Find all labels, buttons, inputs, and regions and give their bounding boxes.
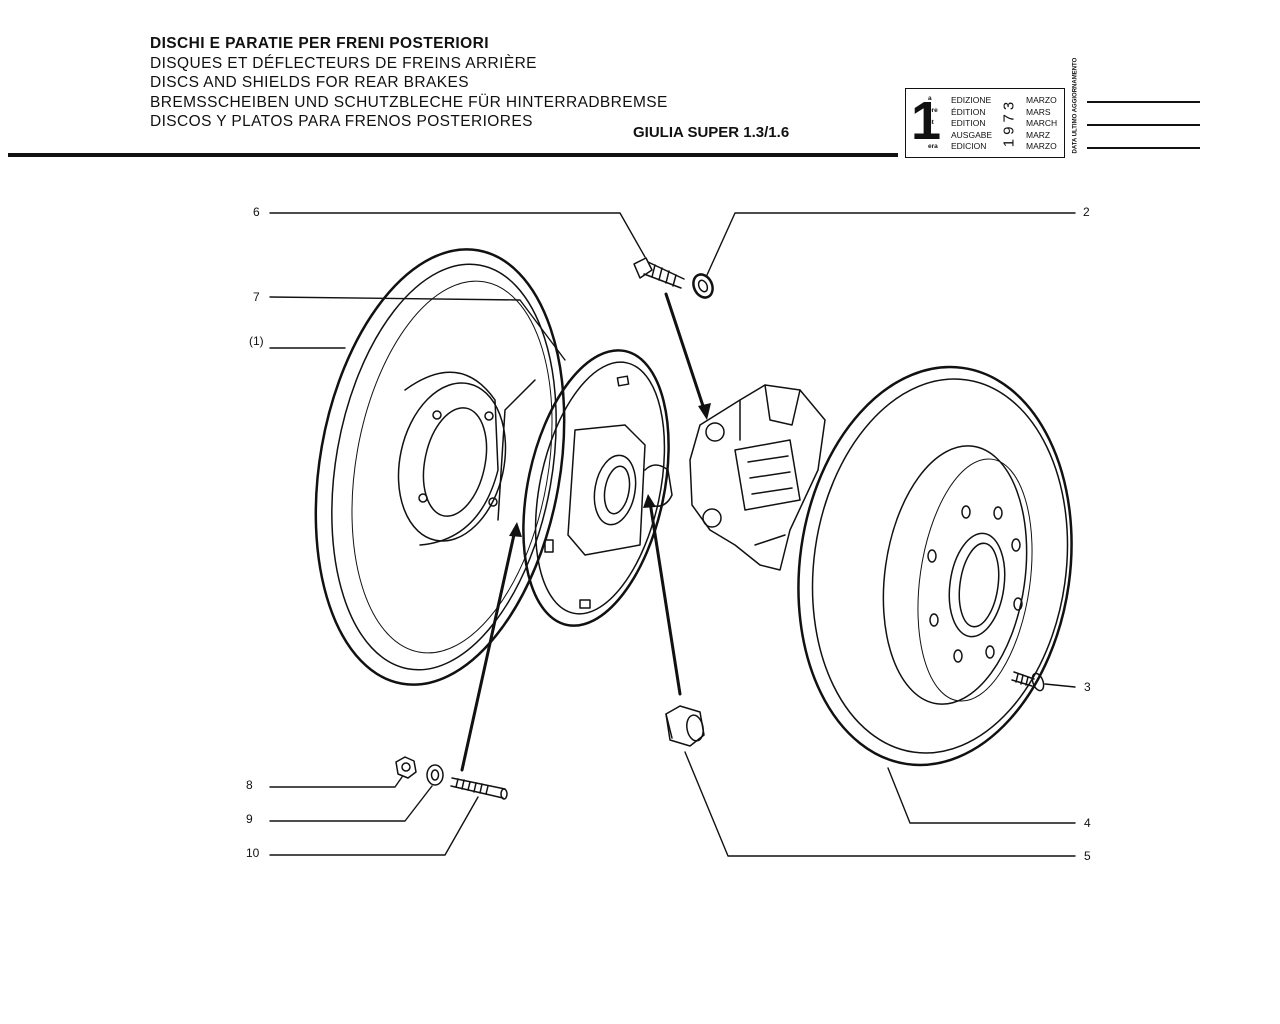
leader-9 [269,785,433,822]
edition-label: EDIZIONE [951,95,992,105]
callout-10: 10 [246,846,260,860]
revision-line [1087,147,1200,149]
edition-month: MARS [1026,106,1051,117]
stud-bolt [450,777,508,800]
edition-month: MARCH [1026,118,1058,129]
disc-screw [1011,671,1045,692]
callout-3: 3 [1084,680,1091,694]
callout-4: 4 [1084,816,1091,830]
arrow-bolt-to-caliper [664,292,707,414]
leader-7 [269,296,566,361]
revision-line [1087,101,1200,103]
edition-number: 1 [911,91,942,151]
washer [692,273,714,299]
leader-5 [684,751,1076,857]
leader-8 [269,776,403,788]
edition-suffix: . [928,131,930,138]
brake-caliper [689,384,826,571]
leader-2 [706,212,1076,276]
edition-box: 1 a ere st . era EDIZIONE ÉDITION EDITIO… [905,88,1065,158]
callout-5: 5 [1084,849,1091,863]
callout-6: 6 [253,205,260,219]
title-german: BREMSSCHEIBEN UND SCHUTZBLECHE FÜR HINTE… [150,93,668,111]
edition-months: MARZO MARS MARCH MARZ MARZO [1026,95,1057,153]
edition-suffix: ere [928,107,938,114]
revision-line [1087,124,1200,126]
brake-disc [797,365,1073,767]
caliper-bolt [633,257,685,289]
edition-label: EDICION [951,141,987,152]
callout-7: 7 [253,290,260,304]
title-italian: DISCHI E PARATIE PER FRENI POSTERIORI [150,35,489,52]
title-block: DISCHI E PARATIE PER FRENI POSTERIORI DI… [150,34,668,132]
callout-9: 9 [246,812,253,826]
edition-label: AUSGABE [951,129,993,140]
leader-3 [1044,683,1076,688]
edition-suffix: era [928,143,938,150]
title-french: DISQUES ET DÉFLECTEURS DE FREINS ARRIÈRE [150,54,537,72]
edition-labels: EDIZIONE ÉDITION EDITION AUSGABE EDICION [951,95,992,153]
backing-plate [497,349,673,627]
nut [395,756,417,779]
leader-lines [269,212,1076,857]
arrow-stud-to-shield [460,528,517,772]
leader-4 [887,767,1076,824]
lock-washer [426,764,444,786]
edition-label: ÉDITION [951,106,986,117]
model-name: GIULIA SUPER 1.3/1.6 [633,124,790,141]
callout-2: 2 [1083,205,1090,219]
leader-6 [269,212,646,258]
leader-10 [269,796,479,856]
edition-suffix: st [928,119,934,126]
dust-shield [314,248,566,686]
callout-1: (1) [249,334,264,348]
edition-month: MARZO [1026,95,1057,105]
edition-month: MARZ [1026,129,1051,140]
title-english: DISCS AND SHIELDS FOR REAR BRAKES [150,74,469,92]
arrow-plug-to-plate [648,500,682,696]
assembly-arrows [460,292,707,772]
edition-month: MARZO [1026,141,1057,152]
title-spanish: DISCOS Y PLATOS PARA FRENOS POSTERIORES [150,113,533,131]
edition-label: EDITION [951,118,986,129]
edition-suffix: a [928,95,932,102]
callout-8: 8 [246,778,253,792]
header-rule [8,153,898,157]
bleed-plug [665,705,705,747]
